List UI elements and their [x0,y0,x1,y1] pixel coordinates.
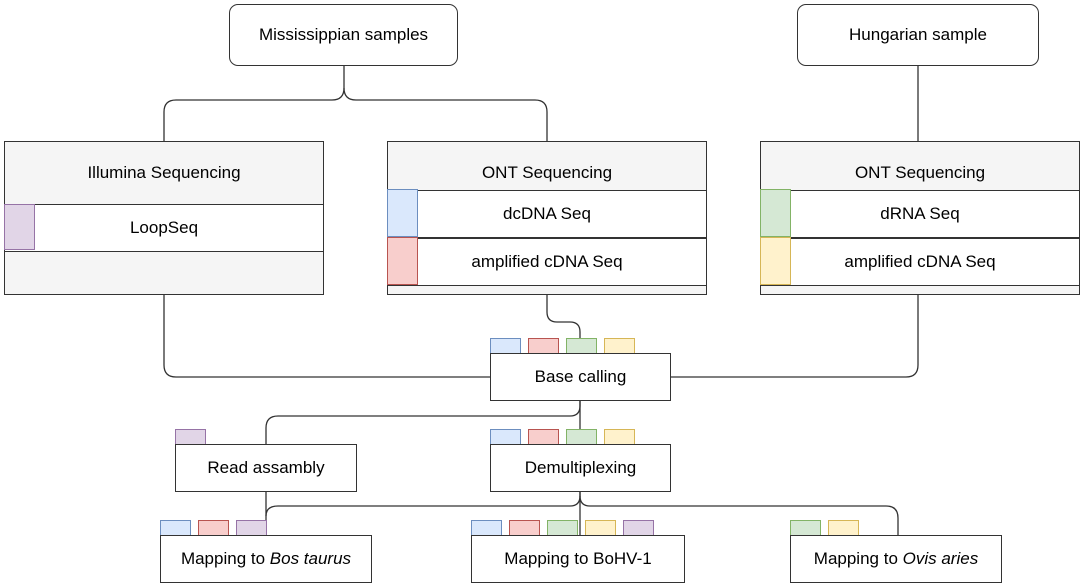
demux-yellow-tag [604,429,635,445]
read-assembly-label: Read assambly [207,458,325,477]
amplified-cdna-seq-label-2: amplified cDNA Seq [844,252,996,271]
illumina-sequencing-group: Illumina Sequencing LoopSeq [4,141,324,295]
bos-blue-tag [160,520,191,536]
ont-sequencing-title-1: ONT Sequencing [388,142,706,204]
loopseq-label: LoopSeq [129,218,199,237]
mapping-ovis-prefix: Mapping to [813,549,903,568]
edge-demux-ovis [579,495,899,536]
mapping-bos-taurus-node: Mapping to Bos taurus [160,535,372,583]
mapping-ovis-aries-label: Mapping to Ovis aries [814,549,978,569]
mapping-bos-prefix: Mapping to [180,549,270,568]
demultiplexing-label: Demultiplexing [524,458,637,477]
loopseq-row: LoopSeq [4,204,324,252]
ovis-green-tag [790,520,821,536]
basecalling-blue-tag [490,338,521,354]
bohv-blue-tag [471,520,502,536]
ont-sequencing-group-mississippian: ONT Sequencing dcDNA Seq amplified cDNA … [387,141,707,295]
base-calling-node: Base calling [490,353,671,401]
drna-seq-row: dRNA Seq [760,190,1080,238]
demux-red-tag [528,429,559,445]
bohv-yellow-tag [585,520,616,536]
mapping-bohv-node: Mapping to BoHV-1 [471,535,685,583]
dcdna-blue-marker [387,189,418,237]
ont-sequencing-label-2: ONT Sequencing [854,163,986,182]
bohv-green-tag [547,520,578,536]
illumina-sequencing-label: Illumina Sequencing [87,163,241,182]
amplified-cdna-seq-label-1: amplified cDNA Seq [471,252,623,271]
dcdna-seq-label: dcDNA Seq [503,204,591,223]
hungarian-sample-node: Hungarian sample [797,4,1039,66]
mapping-bohv-label: Mapping to BoHV-1 [504,549,652,568]
amplified-cdna-yellow-marker [760,237,791,285]
ont-sequencing-title-2: ONT Sequencing [761,142,1079,204]
amplified-cdna-seq-row-2: amplified cDNA Seq [760,238,1080,286]
amplified-cdna-red-marker [387,237,418,285]
demux-green-tag [566,429,597,445]
hungarian-sample-label: Hungarian sample [849,25,987,44]
demultiplexing-node: Demultiplexing [490,444,671,492]
amplified-cdna-seq-row-1: amplified cDNA Seq [387,238,707,286]
mississippian-samples-node: Mississippian samples [229,4,458,66]
read-assembly-node: Read assambly [175,444,357,492]
loopseq-purple-marker [4,204,35,250]
basecalling-yellow-tag [604,338,635,354]
edge-mississippian-illumina [163,66,345,141]
readassembly-purple-tag [175,429,206,445]
edge-ont1-basecalling [546,295,581,353]
demux-blue-tag [490,429,521,445]
base-calling-label: Base calling [534,367,627,386]
edge-mississippian-ont1 [343,87,548,141]
basecalling-red-tag [528,338,559,354]
drna-seq-label: dRNA Seq [880,204,960,223]
edge-illumina-basecalling [163,295,490,378]
bohv-red-tag [509,520,540,536]
mississippian-samples-label: Mississippian samples [258,25,429,44]
ont-sequencing-label-1: ONT Sequencing [481,163,613,182]
ovis-yellow-tag [828,520,859,536]
edge-demux-bos [265,491,581,517]
dcdna-seq-row: dcDNA Seq [387,190,707,238]
bos-purple-tag [236,520,267,536]
mapping-bos-taurus-label: Mapping to Bos taurus [181,549,351,569]
bos-red-tag [198,520,229,536]
ovis-aries-species: Ovis aries [902,549,979,568]
illumina-sequencing-title: Illumina Sequencing [5,142,323,204]
mapping-ovis-aries-node: Mapping to Ovis aries [790,535,1002,583]
basecalling-green-tag [566,338,597,354]
edge-ont2-basecalling [671,295,919,378]
bos-taurus-species: Bos taurus [269,549,352,568]
drna-green-marker [760,189,791,237]
ont-sequencing-group-hungarian: ONT Sequencing dRNA Seq amplified cDNA S… [760,141,1080,295]
bohv-purple-tag [623,520,654,536]
